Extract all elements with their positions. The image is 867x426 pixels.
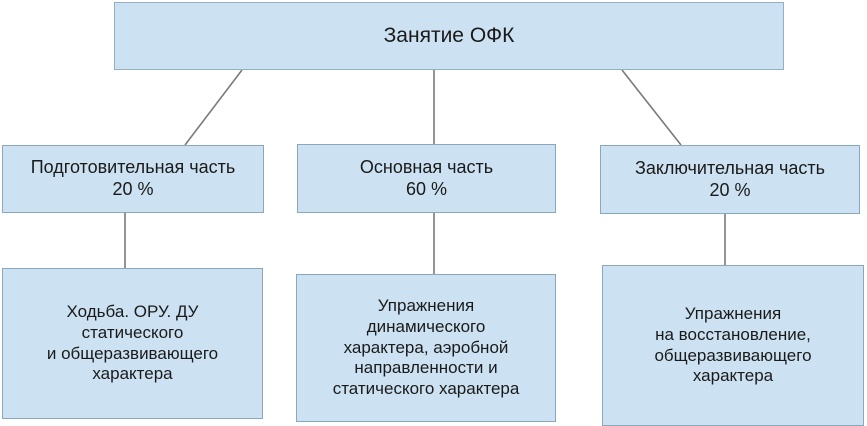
node-part-main-label: Основная часть 60 % (359, 156, 494, 199)
node-content-main-label: Упражнения динамического характера, аэро… (332, 296, 520, 399)
connector-root-to-prep (184, 69, 243, 146)
node-content-preparatory[interactable]: Ходьба. ОРУ. ДУ статического и общеразви… (2, 268, 263, 419)
connector-root-to-final (621, 69, 682, 146)
node-part-preparatory-label: Подготовительная часть 20 % (30, 157, 236, 199)
node-root-lesson[interactable]: Занятие ОФК (114, 2, 784, 70)
node-part-final-label: Заключительная часть 20 % (634, 157, 826, 200)
node-part-preparatory[interactable]: Подготовительная часть 20 % (2, 145, 264, 213)
node-content-main[interactable]: Упражнения динамического характера, аэро… (296, 274, 556, 422)
node-part-final[interactable]: Заключительная часть 20 % (600, 145, 860, 214)
node-content-final-label: Упражнения на восстановление, общеразвив… (654, 304, 812, 386)
node-content-preparatory-label: Ходьба. ОРУ. ДУ статического и общеразви… (46, 302, 219, 384)
node-root-label: Занятие ОФК (383, 24, 515, 48)
node-part-main[interactable]: Основная часть 60 % (297, 144, 556, 213)
node-content-final[interactable]: Упражнения на восстановление, общеразвив… (602, 265, 864, 426)
